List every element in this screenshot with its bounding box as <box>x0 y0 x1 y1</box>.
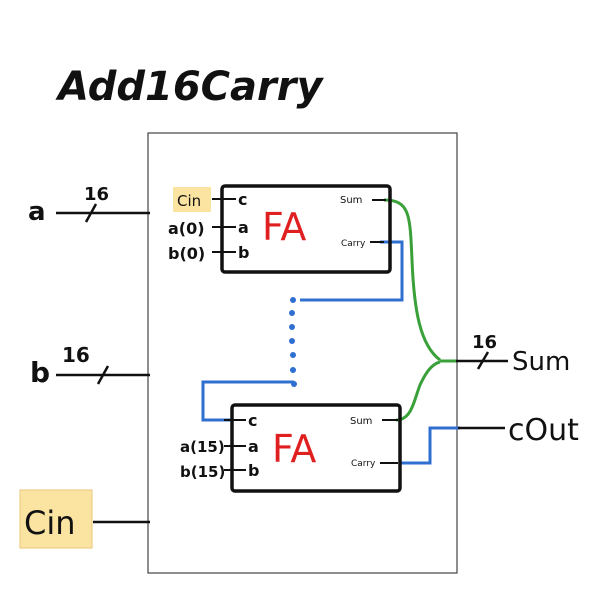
input-cin-label: Cin <box>24 504 76 542</box>
full-adder-0-cin-highlight <box>173 187 211 212</box>
carry-chain-dots <box>289 297 297 387</box>
full-adder-0-port-a: a <box>238 218 249 237</box>
full-adder-0-signal-b: b(0) <box>168 244 205 263</box>
input-cin-highlight <box>19 489 93 549</box>
full-adder-15-port-carry: Carry <box>351 459 376 469</box>
input-cin: Cin <box>19 489 150 549</box>
input-b-label: b <box>30 356 50 389</box>
diagram-title: Add16Carry <box>55 64 324 110</box>
output-cout-label: cOut <box>508 413 579 448</box>
input-a: a 16 <box>28 184 150 227</box>
full-adder-15-port-c: c <box>248 411 257 430</box>
full-adder-0-name: FA <box>262 205 306 249</box>
carry-chain-wire-bottom <box>201 380 294 422</box>
input-b: b 16 <box>30 343 150 389</box>
full-adder-0-port-carry: Carry <box>341 239 366 249</box>
full-adder-0-port-c: c <box>238 190 247 209</box>
output-sum-label: Sum <box>512 347 570 377</box>
chip-boundary <box>147 132 458 574</box>
full-adder-0-port-b: b <box>238 243 249 262</box>
full-adder-0-box <box>220 184 392 274</box>
input-b-bus-slash <box>96 365 110 385</box>
full-adder-15-signal-a: a(15) <box>180 438 225 456</box>
full-adder-0: FA Cin c a b a(0) b(0) Sum Carry <box>168 184 392 274</box>
full-adder-15-name: FA <box>272 427 316 471</box>
full-adder-0-cin-tag: Cin <box>177 192 201 210</box>
input-a-width: 16 <box>84 184 109 205</box>
full-adder-15-port-b: b <box>248 461 259 480</box>
output-sum-width: 16 <box>472 332 497 353</box>
full-adder-0-signal-a: a(0) <box>168 219 205 238</box>
sum-wire-top <box>383 198 441 362</box>
full-adder-15: FA c a b a(15) b(15) Sum Carry <box>180 403 402 493</box>
full-adder-15-box <box>230 403 402 493</box>
input-a-label: a <box>28 197 46 227</box>
cout-wire <box>400 426 460 465</box>
input-b-width: 16 <box>62 343 90 367</box>
sum-wire-bottom <box>395 360 441 422</box>
input-a-bus-slash <box>84 203 98 223</box>
sum-bus-slash <box>476 351 490 370</box>
full-adder-0-port-sum: Sum <box>340 195 362 206</box>
full-adder-15-signal-b: b(15) <box>180 463 225 481</box>
full-adder-15-port-sum: Sum <box>350 416 372 427</box>
full-adder-15-port-a: a <box>248 437 259 456</box>
